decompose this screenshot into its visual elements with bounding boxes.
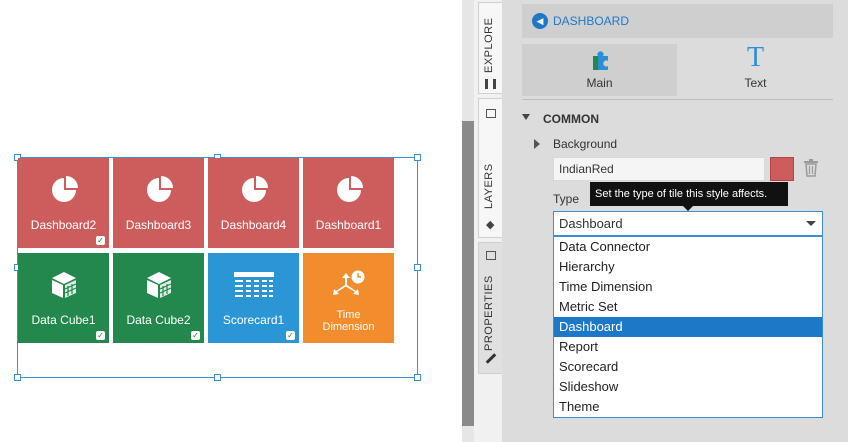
tile-label: Dashboard2 <box>30 218 97 232</box>
resize-handle-top-right[interactable] <box>414 154 421 161</box>
scorecard-icon <box>233 270 274 300</box>
tile-label: Dashboard3 <box>125 218 192 232</box>
back-button[interactable] <box>522 4 833 38</box>
type-select[interactable]: Dashboard <box>553 211 823 236</box>
text-t-icon: T <box>746 42 765 73</box>
brush-icon <box>485 353 497 364</box>
data-cube-icon <box>144 270 174 300</box>
pin-icon <box>486 251 496 260</box>
check-icon: ✓ <box>96 236 105 245</box>
back-label[interactable]: DASHBOARD <box>553 14 630 28</box>
tile-time-dimension[interactable]: Time Dimension <box>303 253 394 343</box>
style-tab-text[interactable]: T Text <box>678 42 833 96</box>
tile-label: Data Cube2 <box>126 313 191 327</box>
puzzle-icon <box>590 50 612 75</box>
trash-icon[interactable] <box>803 159 819 180</box>
layers-icon: ◆ <box>486 219 495 231</box>
check-icon: ✓ <box>286 331 295 340</box>
option-report[interactable]: Report <box>559 339 599 354</box>
tab-properties[interactable]: PROPERTIES <box>478 242 502 374</box>
tile-dashboard4[interactable]: Dashboard4 <box>208 158 299 248</box>
tile-label-text: Time Dimension <box>322 309 375 333</box>
option-dashboard[interactable]: Dashboard <box>554 317 822 337</box>
pie-chart-icon <box>239 175 269 205</box>
tile-dashboard1[interactable]: Dashboard1 <box>303 158 394 248</box>
pie-chart-icon <box>144 175 174 205</box>
back-arrow-icon[interactable]: ◀ <box>532 13 548 29</box>
resize-handle-top-left[interactable] <box>14 154 21 161</box>
background-color-swatch[interactable] <box>770 157 794 181</box>
tabs-divider <box>522 99 833 100</box>
pie-chart-icon <box>334 175 364 205</box>
time-dimension-icon <box>332 270 366 300</box>
tile-label: Time Dimension <box>303 309 394 333</box>
collapse-arrow-icon[interactable] <box>522 114 530 120</box>
style-tab-main-label: Main <box>586 76 613 90</box>
section-header-common[interactable]: COMMON <box>543 112 599 126</box>
tab-layers-label: LAYERS <box>483 163 495 209</box>
tile-scorecard1[interactable]: Scorecard1 ✓ <box>208 253 299 343</box>
tooltip-pointer <box>683 206 693 211</box>
tile-label: Dashboard4 <box>220 218 287 232</box>
option-metric-set[interactable]: Metric Set <box>559 299 618 314</box>
data-cube-icon <box>49 270 79 300</box>
tile-dashboard3[interactable]: Dashboard3 <box>113 158 204 248</box>
option-data-connector[interactable]: Data Connector <box>559 239 651 254</box>
tab-layers[interactable]: LAYERS ◆ <box>478 98 502 238</box>
option-scorecard[interactable]: Scorecard <box>559 359 619 374</box>
check-icon: ✓ <box>191 331 200 340</box>
tile-label: Data Cube1 <box>31 313 96 327</box>
canvas-scrollbar-thumb[interactable] <box>462 121 474 426</box>
check-icon: ✓ <box>96 331 105 340</box>
tab-explore-label: EXPLORE <box>483 17 495 73</box>
background-label: Background <box>553 137 618 151</box>
tile-data-cube1[interactable]: Data Cube1 ✓ <box>18 253 109 343</box>
dashboard-canvas[interactable]: Dashboard2 ✓ Dashboard3 Dashboard4 Dashb… <box>0 0 462 442</box>
option-time-dimension[interactable]: Time Dimension <box>559 279 653 294</box>
tile-label: Scorecard1 <box>222 313 285 327</box>
tile-data-cube2[interactable]: Data Cube2 ✓ <box>113 253 204 343</box>
type-dropdown-list: Data Connector Hierarchy Time Dimension … <box>553 236 823 418</box>
chevron-down-icon[interactable] <box>806 221 816 226</box>
tab-explore[interactable]: EXPLORE <box>478 2 502 94</box>
type-label: Type <box>553 192 580 206</box>
books-icon <box>485 79 496 89</box>
tile-label: Dashboard1 <box>315 218 382 232</box>
resize-handle-bottom-right[interactable] <box>414 374 421 381</box>
pie-chart-icon <box>49 175 79 205</box>
resize-handle-middle-right[interactable] <box>414 264 421 271</box>
tile-dashboard2[interactable]: Dashboard2 ✓ <box>18 158 109 248</box>
style-tab-text-label: Text <box>744 76 767 90</box>
type-tooltip: Set the type of tile this style affects. <box>590 182 788 206</box>
expand-arrow-icon[interactable] <box>534 139 540 149</box>
background-field[interactable]: IndianRed <box>553 157 765 181</box>
resize-handle-bottom-center[interactable] <box>214 374 221 381</box>
resize-handle-bottom-left[interactable] <box>14 374 21 381</box>
tab-properties-label: PROPERTIES <box>483 275 495 351</box>
pin-icon <box>486 109 496 118</box>
option-hierarchy[interactable]: Hierarchy <box>559 259 615 274</box>
style-tab-main[interactable]: Main <box>522 44 677 96</box>
option-slideshow[interactable]: Slideshow <box>559 379 619 394</box>
option-theme[interactable]: Theme <box>559 399 600 414</box>
